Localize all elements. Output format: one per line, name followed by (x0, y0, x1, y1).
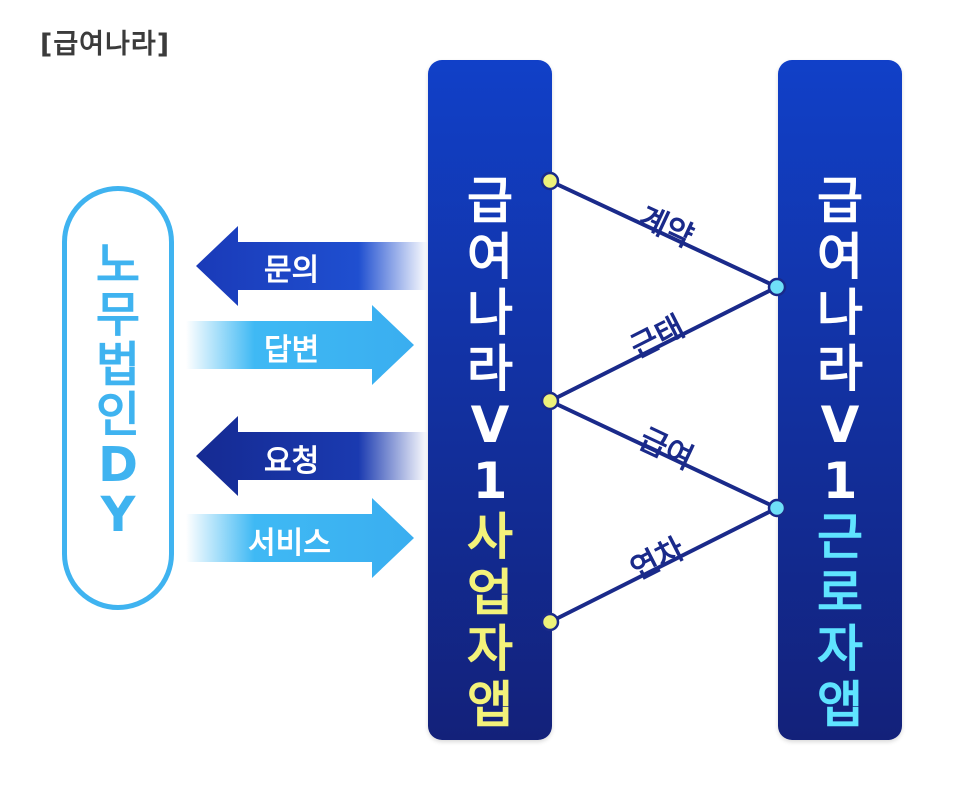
connection-line (549, 179, 778, 289)
law-firm-char: 법 (95, 337, 141, 393)
arrow-answer-label: 답변 (264, 333, 320, 368)
connection-line (549, 285, 778, 403)
pillar-char: 라 (467, 340, 513, 398)
law-firm-label: 노 무 법 인 D Y (67, 241, 169, 541)
connection-node (767, 277, 787, 297)
pillar-char: 나 (817, 284, 863, 342)
page-title: [급여나라] (40, 29, 171, 60)
arrow-inquiry (196, 226, 428, 306)
worker-app-label: 급 여 나 라 V 1 근 로 자 앱 (778, 176, 902, 736)
business-app-label: 급 여 나 라 V 1 사 업 자 앱 (428, 176, 552, 736)
pillar-char: 1 (822, 452, 858, 510)
connection-node (540, 171, 560, 191)
pillar-char: V (470, 396, 510, 454)
pillar-char: 급 (467, 172, 513, 230)
pillar-char: 여 (817, 228, 863, 286)
law-firm-char: 노 (95, 237, 141, 293)
business-app-pillar: 급 여 나 라 V 1 사 업 자 앱 (428, 60, 552, 740)
arrow-answer (186, 305, 414, 385)
pillar-char: 자 (467, 620, 513, 678)
pillar-char: 자 (817, 620, 863, 678)
arrow-service-label: 서비스 (248, 526, 331, 561)
law-firm-char: 인 (95, 387, 141, 443)
connection-line (549, 399, 778, 510)
pillar-char: 업 (467, 564, 513, 622)
pillar-char: 나 (467, 284, 513, 342)
arrow-request (196, 416, 428, 496)
connection-line (549, 506, 778, 624)
arrow-inquiry-label: 문의 (264, 253, 320, 288)
pillar-char: 라 (817, 340, 863, 398)
pillar-char: 여 (467, 228, 513, 286)
pillar-char: 1 (472, 452, 508, 510)
pillar-char: 근 (817, 508, 863, 566)
law-firm-box: 노 무 법 인 D Y (62, 186, 174, 610)
law-firm-char: 무 (95, 287, 141, 343)
pillar-char: 급 (817, 172, 863, 230)
law-firm-char: Y (100, 487, 136, 543)
connection-node (767, 498, 787, 518)
connection-node (540, 391, 560, 411)
connection-label-payroll: 급여 (634, 422, 699, 477)
arrow-service (186, 498, 414, 578)
pillar-char: 앱 (817, 676, 863, 734)
connection-node (540, 612, 560, 632)
law-firm-char: D (98, 437, 138, 493)
pillar-char: 로 (817, 564, 863, 622)
pillar-char: 사 (467, 508, 513, 566)
pillar-char: 앱 (467, 676, 513, 734)
pillar-char: V (820, 396, 860, 454)
worker-app-pillar: 급 여 나 라 V 1 근 로 자 앱 (778, 60, 902, 740)
arrow-request-label: 요청 (264, 444, 320, 479)
